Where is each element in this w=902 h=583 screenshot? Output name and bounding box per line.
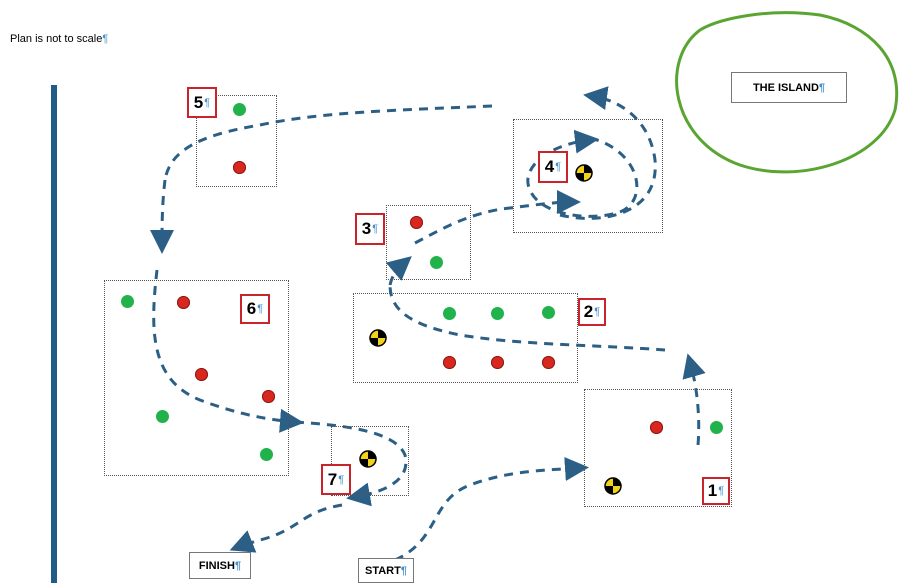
- green-marker: [491, 307, 504, 320]
- pilcrow-mark: ¶: [257, 303, 264, 315]
- side-bar: [51, 85, 57, 583]
- pilcrow-mark: ¶: [718, 485, 725, 497]
- path-through-2: [388, 284, 666, 352]
- green-marker: [430, 256, 443, 269]
- station-number-text: 7: [327, 469, 338, 489]
- station-number-text: 3: [361, 219, 372, 238]
- green-marker: [233, 103, 246, 116]
- station-zone-7: [331, 426, 409, 496]
- pilcrow-mark: ¶: [204, 96, 211, 109]
- station-number-text: 6: [246, 299, 257, 318]
- finish-label-text: FINISH: [198, 559, 235, 572]
- pilcrow-mark: ¶: [594, 306, 601, 318]
- crash-test-icon: [359, 450, 377, 468]
- station-zone-3: [386, 205, 471, 280]
- red-marker: [491, 356, 504, 369]
- red-marker: [177, 296, 190, 309]
- plan-note: Plan is not to scale¶: [10, 33, 108, 45]
- station-zone-5: [196, 95, 277, 187]
- pilcrow-mark: ¶: [400, 564, 407, 577]
- green-marker: [542, 306, 555, 319]
- station-number-3: 3¶: [355, 213, 385, 245]
- station-number-1: 1¶: [702, 477, 730, 505]
- station-number-text: 1: [707, 481, 718, 500]
- station-zone-1: [584, 389, 732, 507]
- red-marker: [542, 356, 555, 369]
- green-marker: [121, 295, 134, 308]
- start-label: START¶: [358, 558, 414, 583]
- path-1-to-2-up: [682, 353, 706, 446]
- station-number-text: 2: [583, 302, 594, 321]
- path-5-to-6: [150, 179, 175, 254]
- pilcrow-mark: ¶: [372, 223, 379, 235]
- island-outline: [675, 11, 899, 174]
- path-start-to-1: [394, 457, 589, 562]
- island-label: THE ISLAND¶: [731, 72, 847, 103]
- station-number-2: 2¶: [578, 298, 606, 326]
- station-number-text: 4: [544, 157, 555, 176]
- start-label-text: START: [365, 564, 401, 577]
- plan-note-text: Plan is not to scale: [10, 33, 103, 45]
- green-marker: [156, 410, 169, 423]
- pilcrow-mark: ¶: [338, 473, 345, 486]
- crash-test-icon: [604, 477, 622, 495]
- crash-test-icon: [369, 329, 387, 347]
- pilcrow-mark: ¶: [234, 559, 242, 572]
- green-marker: [260, 448, 273, 461]
- red-marker: [410, 216, 423, 229]
- path-4-outer: [559, 86, 657, 220]
- pilcrow-mark: ¶: [818, 81, 826, 94]
- station-zone-6: [104, 280, 289, 476]
- station-zone-4: [513, 119, 663, 233]
- station-number-7: 7¶: [321, 464, 351, 495]
- station-number-5: 5¶: [187, 87, 217, 118]
- red-marker: [443, 356, 456, 369]
- path-into-7: [294, 420, 408, 507]
- finish-label: FINISH¶: [189, 552, 251, 579]
- green-marker: [710, 421, 723, 434]
- pilcrow-mark: ¶: [555, 161, 562, 173]
- green-marker: [443, 307, 456, 320]
- station-number-6: 6¶: [240, 294, 270, 324]
- station-number-4: 4¶: [538, 151, 568, 183]
- red-marker: [195, 368, 208, 381]
- island-label-text: THE ISLAND: [752, 81, 819, 94]
- path-7-to-finish: [229, 503, 343, 553]
- red-marker: [233, 161, 246, 174]
- path-2-to-3: [385, 256, 412, 286]
- crash-test-icon: [575, 164, 593, 182]
- path-3-to-4: [414, 190, 581, 245]
- red-marker: [650, 421, 663, 434]
- red-marker: [262, 390, 275, 403]
- path-to-5: [163, 104, 493, 181]
- station-number-text: 5: [193, 92, 204, 112]
- pilcrow-mark: ¶: [102, 33, 109, 45]
- station-zone-2: [353, 293, 578, 383]
